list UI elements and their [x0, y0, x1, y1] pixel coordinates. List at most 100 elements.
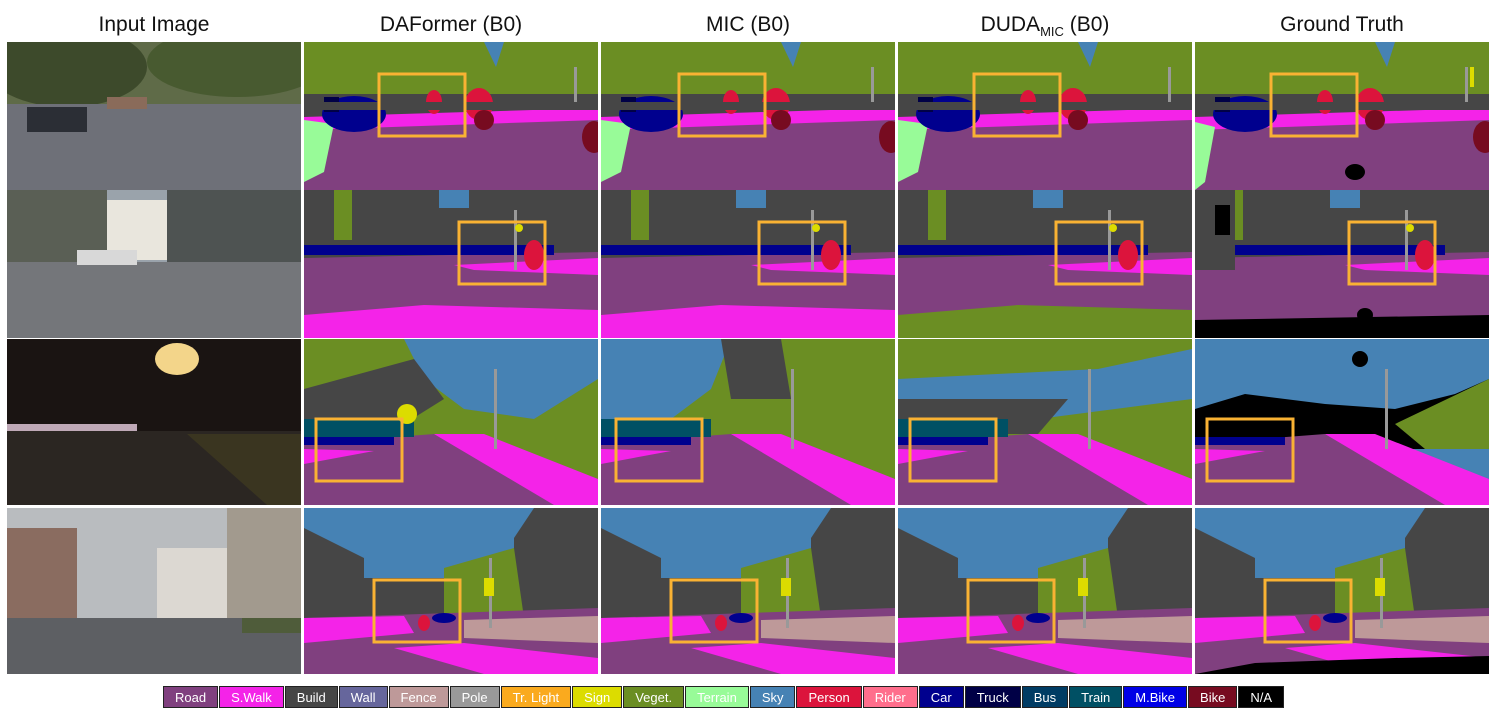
seg-void	[1357, 308, 1373, 322]
seg-terrain	[304, 120, 334, 182]
seg-pole	[1405, 210, 1408, 270]
column-title: Input Image	[98, 13, 210, 36]
photo-car	[27, 107, 87, 132]
seg-sidewalk	[304, 616, 414, 643]
seg-fence	[1355, 616, 1489, 643]
legend-item-tr-light: Tr. Light	[500, 686, 572, 708]
seg-pole	[514, 210, 517, 270]
seg-sign	[1406, 224, 1414, 232]
seg-bottom	[304, 305, 598, 338]
seg-sidewalk	[898, 616, 1008, 643]
highlight-box	[372, 578, 462, 644]
seg-sign	[484, 578, 494, 596]
seg-pole	[1108, 210, 1111, 270]
seg-cars	[898, 245, 1148, 255]
legend-item-s-walk: S.Walk	[219, 686, 284, 708]
seg-sidewalk	[1048, 258, 1192, 275]
column-header-daformer: DAFormer (B0)	[304, 8, 598, 42]
photo-road	[7, 262, 301, 338]
prediction-panel	[601, 190, 895, 338]
segmentation-svg	[304, 508, 598, 674]
seg-sign	[781, 578, 791, 596]
highlight-box	[669, 578, 759, 644]
input-image-panel	[7, 339, 301, 505]
seg-void	[1345, 164, 1365, 180]
photo-svg	[7, 190, 301, 338]
column-header-mic: MIC (B0)	[601, 8, 895, 42]
seg-sidewalk	[1325, 434, 1489, 505]
seg-vegetation	[1395, 379, 1489, 449]
highlight-box	[1054, 220, 1144, 286]
seg-building-strip	[304, 102, 598, 110]
seg-bike-right	[582, 121, 598, 153]
highlight-box	[677, 72, 767, 138]
seg-sky	[736, 190, 766, 208]
seg-bottom	[601, 305, 895, 338]
legend-item-fence: Fence	[388, 686, 449, 708]
seg-vegetation	[928, 190, 946, 240]
legend-item-build: Build	[284, 686, 338, 708]
seg-pole	[574, 67, 577, 107]
seg-bike-right	[1473, 121, 1489, 153]
photo-house	[157, 548, 227, 623]
highlight-box	[314, 417, 404, 483]
seg-car	[432, 613, 456, 623]
seg-car	[1026, 613, 1050, 623]
seg-sidewalk	[1195, 616, 1305, 643]
photo-roadside	[187, 434, 301, 505]
seg-pole	[1168, 67, 1171, 107]
seg-building-strip	[601, 102, 895, 110]
seg-sidewalk	[454, 258, 598, 275]
photo-building-right	[167, 190, 301, 275]
input-image-panel	[7, 42, 301, 190]
highlight-box	[377, 72, 467, 138]
seg-person	[715, 615, 727, 631]
legend-item-rider: Rider	[862, 686, 918, 708]
seg-sidewalk	[1345, 258, 1489, 275]
legend-item-road: Road	[163, 686, 219, 708]
legend-item-bike: Bike	[1188, 686, 1238, 708]
seg-sign	[1109, 224, 1117, 232]
seg-sidewalk-left	[601, 449, 671, 464]
seg-person	[821, 240, 841, 270]
seg-fence	[1058, 616, 1192, 643]
segmentation-svg	[898, 339, 1192, 505]
seg-void	[1352, 351, 1368, 367]
photo-tree	[7, 42, 147, 107]
seg-pole	[494, 369, 497, 449]
seg-sky	[601, 339, 731, 424]
seg-sign	[812, 224, 820, 232]
photo-svg	[7, 339, 301, 505]
seg-sky	[1078, 42, 1098, 67]
seg-pole	[811, 210, 814, 270]
highlight-box	[1263, 578, 1353, 644]
seg-sidewalk-lower	[988, 643, 1192, 674]
seg-train	[898, 419, 1008, 437]
seg-sky	[1330, 190, 1360, 208]
legend-item-pole: Pole	[449, 686, 500, 708]
highlight-box	[908, 417, 998, 483]
photo-street-light	[155, 343, 199, 375]
ground-truth-panel	[1195, 508, 1489, 674]
seg-person	[1118, 240, 1138, 270]
segmentation-svg	[1195, 339, 1489, 505]
seg-cars	[601, 245, 851, 255]
ground-truth-panel	[1195, 190, 1489, 338]
segmentation-svg	[898, 508, 1192, 674]
segmentation-svg	[898, 190, 1192, 338]
seg-bike	[1068, 110, 1088, 130]
highlight-box	[1347, 220, 1437, 286]
seg-sky	[404, 339, 598, 419]
input-image-panel	[7, 508, 301, 674]
seg-cars	[304, 437, 394, 445]
seg-ego-vehicle	[1195, 656, 1489, 674]
highlight-box	[972, 72, 1062, 138]
seg-building-strip	[1195, 102, 1489, 110]
seg-sign	[1078, 578, 1088, 596]
legend-item-sky: Sky	[749, 686, 796, 708]
highlight-box	[757, 220, 847, 286]
seg-terrain	[898, 120, 928, 182]
prediction-panel	[601, 42, 895, 190]
seg-pole	[871, 67, 874, 107]
